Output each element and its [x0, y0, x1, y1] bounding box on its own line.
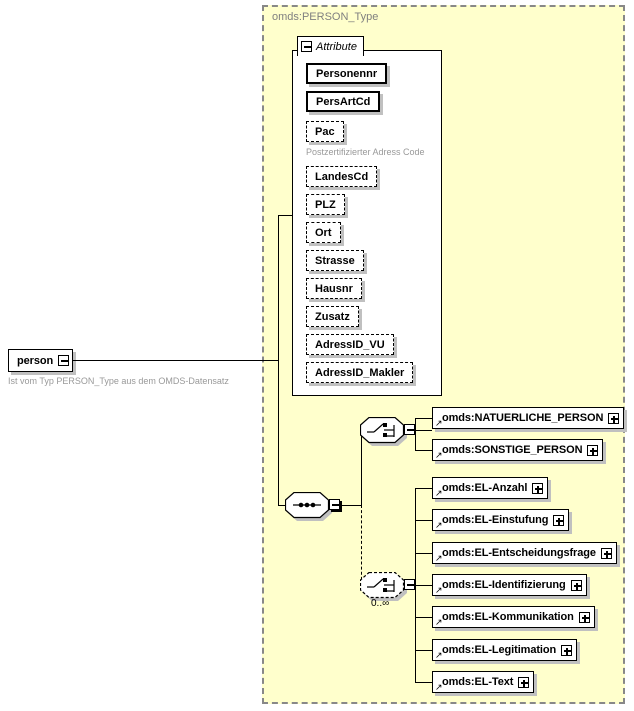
attribute-persartcd[interactable]: PersArtCd: [306, 91, 381, 112]
connector-choice1-branch-1: [415, 418, 432, 419]
connector-choice2-branch-4: [415, 585, 432, 586]
element-el-kommunikation-expand-icon[interactable]: [578, 611, 590, 623]
attribute-landescd-label: LandesCd: [315, 170, 369, 183]
connector-sequence-up: [361, 430, 362, 506]
element-person[interactable]: person: [8, 349, 73, 372]
attribute-landescd[interactable]: LandesCd: [306, 166, 378, 187]
type-panel-title: omds:PERSON_Type: [272, 11, 379, 23]
attribute-hausnr-label: Hausnr: [315, 282, 353, 295]
attribute-tab-label: Attribute: [316, 40, 357, 53]
attribute-strasse-label: Strasse: [315, 254, 355, 267]
connector-choice2-branch-1: [415, 488, 432, 489]
element-reference-icon: ↗: [435, 520, 443, 530]
element-el-entscheidungsfrage-expand-icon[interactable]: [600, 547, 612, 559]
element-el-legitimation-expand-icon[interactable]: [561, 644, 573, 656]
connector-choice2-branch-6: [415, 650, 432, 651]
attribute-tab[interactable]: Attribute: [297, 36, 364, 56]
choice2-cardinality: 0..∞: [371, 598, 390, 609]
attribute-ort-label: Ort: [315, 226, 332, 239]
element-reference-icon: ↗: [435, 650, 443, 660]
element-sonstige-person-expand-icon[interactable]: [587, 444, 599, 456]
element-el-text[interactable]: ↗ omds:EL-Text: [432, 671, 535, 693]
connector-choice2-branch-3: [415, 553, 432, 554]
element-el-anzahl[interactable]: ↗ omds:EL-Anzahl: [432, 477, 549, 499]
connector-choice1-out: [416, 430, 432, 431]
connector-choice1-branch-2: [415, 450, 432, 451]
element-el-entscheidungsfrage-label: omds:EL-Entscheidungsfrage: [442, 547, 596, 559]
attribute-collapse-icon[interactable]: [301, 41, 312, 52]
choice-compositor-2[interactable]: [360, 572, 407, 601]
attribute-adressid-vu-label: AdressID_VU: [315, 338, 385, 351]
element-el-einstufung[interactable]: ↗ omds:EL-Einstufung: [432, 509, 570, 531]
element-natuerliche-person-expand-icon[interactable]: [608, 412, 620, 424]
element-el-text-expand-icon[interactable]: [518, 676, 530, 688]
connector-choice2-branch-7: [415, 682, 432, 683]
element-reference-icon: ↗: [435, 450, 443, 460]
element-sonstige-person[interactable]: ↗ omds:SONSTIGE_PERSON: [432, 439, 604, 461]
element-person-label: person: [17, 354, 54, 367]
connector-to-attribute-box: [278, 215, 293, 216]
attribute-hausnr[interactable]: Hausnr: [306, 278, 362, 299]
element-el-identifizierung[interactable]: ↗ omds:EL-Identifizierung: [432, 574, 587, 596]
sequence-compositor[interactable]: [285, 492, 332, 521]
choice-compositor-1[interactable]: [360, 417, 407, 446]
element-el-einstufung-expand-icon[interactable]: [553, 514, 565, 526]
element-el-legitimation-label: omds:EL-Legitimation: [442, 644, 557, 656]
element-natuerliche-person-label: omds:NATUERLICHE_PERSON: [442, 412, 604, 424]
attribute-adressid-makler[interactable]: AdressID_Makler: [306, 362, 414, 383]
element-reference-icon: ↗: [435, 553, 443, 563]
attribute-pac-annotation: Postzertifizierter Adress Code: [306, 147, 425, 157]
element-el-identifizierung-expand-icon[interactable]: [570, 579, 582, 591]
element-el-text-label: omds:EL-Text: [442, 676, 514, 688]
attribute-zusatz[interactable]: Zusatz: [306, 306, 359, 327]
element-person-collapse-icon[interactable]: [58, 355, 70, 366]
connector-choice2-branch-2: [415, 520, 432, 521]
element-person-annotation: Ist vom Typ PERSON_Type aus dem OMDS-Dat…: [8, 376, 229, 386]
choice1-collapse-icon[interactable]: [404, 424, 415, 438]
attribute-personennr[interactable]: Personennr: [306, 63, 388, 84]
connector-choice1-bus: [415, 418, 416, 451]
element-reference-icon: ↗: [435, 585, 443, 595]
attribute-adressid-makler-label: AdressID_Makler: [315, 366, 405, 379]
connector-choice2-branch-5: [415, 617, 432, 618]
attribute-ort[interactable]: Ort: [306, 222, 341, 243]
connector-sequence-down-dashed: [361, 505, 362, 585]
connector-sequence-out: [342, 505, 361, 506]
element-el-entscheidungsfrage[interactable]: ↗ omds:EL-Entscheidungsfrage: [432, 542, 617, 564]
element-reference-icon: ↗: [435, 488, 443, 498]
attribute-pac[interactable]: Pac: [306, 121, 344, 142]
connector-person-main: [73, 360, 278, 361]
element-reference-icon: ↗: [435, 418, 443, 428]
element-el-kommunikation[interactable]: ↗ omds:EL-Kommunikation: [432, 606, 595, 628]
element-natuerliche-person[interactable]: ↗ omds:NATUERLICHE_PERSON: [432, 407, 625, 429]
attribute-strasse[interactable]: Strasse: [306, 250, 364, 271]
element-el-kommunikation-label: omds:EL-Kommunikation: [442, 611, 574, 623]
attribute-personennr-label: Personennr: [316, 67, 378, 80]
element-el-anzahl-label: omds:EL-Anzahl: [442, 482, 528, 494]
sequence-collapse-icon[interactable]: [329, 499, 340, 513]
element-reference-icon: ↗: [435, 682, 443, 692]
element-reference-icon: ↗: [435, 617, 443, 627]
attribute-pac-label: Pac: [315, 125, 335, 138]
choice2-collapse-icon[interactable]: [404, 579, 415, 593]
attribute-zusatz-label: Zusatz: [315, 310, 350, 323]
element-el-einstufung-label: omds:EL-Einstufung: [442, 514, 549, 526]
attribute-plz-label: PLZ: [315, 198, 336, 211]
element-el-legitimation[interactable]: ↗ omds:EL-Legitimation: [432, 639, 578, 661]
element-el-anzahl-expand-icon[interactable]: [532, 482, 544, 494]
connector-vertical-trunk: [278, 215, 279, 506]
attribute-adressid-vu[interactable]: AdressID_VU: [306, 334, 394, 355]
element-sonstige-person-label: omds:SONSTIGE_PERSON: [442, 444, 583, 456]
element-el-identifizierung-label: omds:EL-Identifizierung: [442, 579, 566, 591]
attribute-persartcd-label: PersArtCd: [316, 95, 371, 108]
attribute-plz[interactable]: PLZ: [306, 194, 345, 215]
